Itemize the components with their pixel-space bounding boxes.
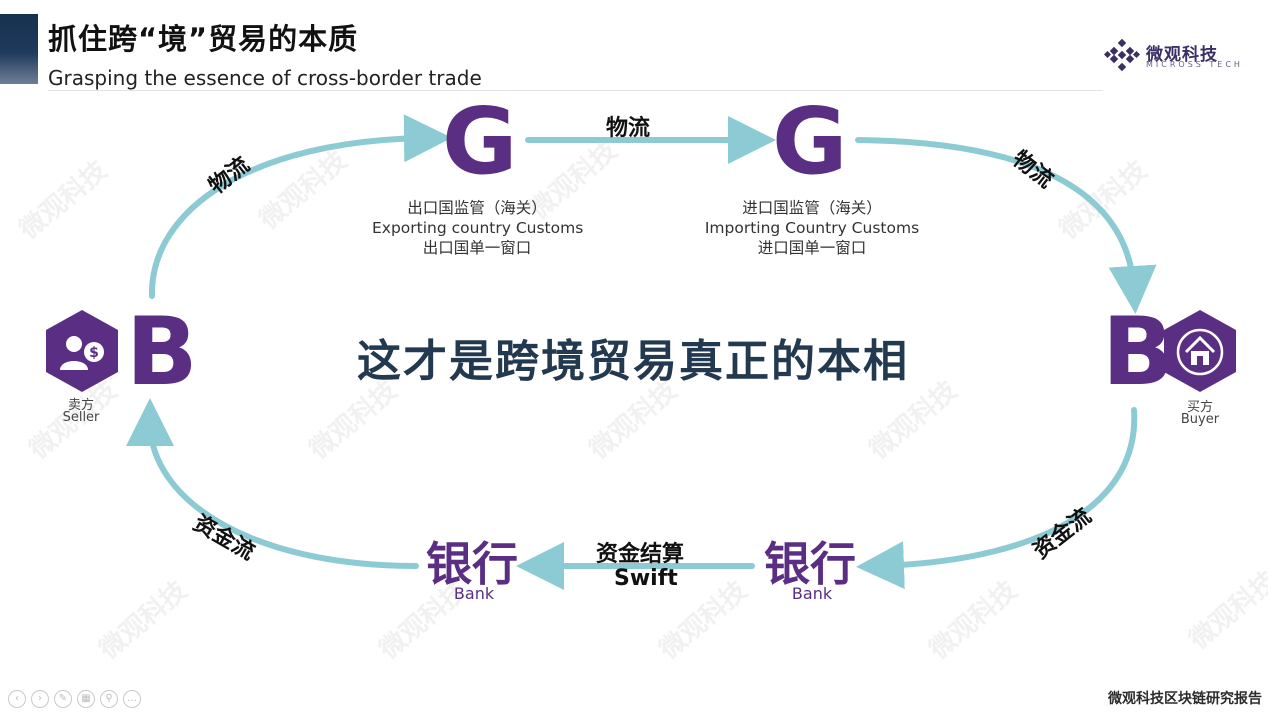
next-slide-icon[interactable]: ›	[31, 690, 49, 708]
svg-text:$: $	[89, 345, 99, 361]
grid-logo-icon	[1104, 38, 1140, 72]
footer-text: 微观科技区块链研究报告	[1108, 691, 1262, 707]
export-customs-letter: G	[442, 88, 518, 195]
seller-letter: B	[126, 298, 198, 407]
import-customs-line-2: Importing Country Customs	[704, 219, 920, 237]
logo-name: 微观科技	[1146, 45, 1218, 65]
arrow-seller-to-export	[148, 114, 452, 299]
buyer-label-en: Buyer	[1180, 412, 1220, 427]
flow-label-logistics-top: 物流	[606, 116, 651, 141]
prev-slide-icon[interactable]: ‹	[8, 690, 26, 708]
bank-right-name: 银行	[764, 537, 856, 591]
logo-subname: MICROSS TECH	[1146, 60, 1243, 69]
import-customs-letter: G	[772, 88, 848, 195]
import-customs-line-3: 进口国单一窗口	[757, 239, 867, 257]
flow-label-swift: Swift	[614, 566, 678, 591]
buyer-label-cn: 买方	[1186, 400, 1213, 415]
bank-right-label: Bank	[791, 584, 833, 603]
arrow-buyer-to-bank	[856, 407, 1138, 590]
flow-label-settlement: 资金结算	[596, 542, 685, 567]
buyer-letter: B	[1102, 298, 1174, 407]
export-customs-line-1: 出口国监管（海关）	[407, 199, 547, 217]
center-statement: 这才是跨境贸易真正的本相	[357, 336, 909, 387]
export-customs-line-3: 出口国单一窗口	[422, 239, 532, 257]
slides-grid-icon[interactable]: ▦	[77, 690, 95, 708]
seller-dollar-icon: $	[46, 310, 118, 392]
seller-label-en: Seller	[62, 410, 100, 425]
title-divider	[48, 90, 1103, 91]
header-accent-block	[0, 14, 38, 84]
import-customs-label: 进口国监管（海关） Importing Country Customs 进口国单…	[702, 198, 922, 258]
zoom-icon[interactable]: ⚲	[100, 690, 118, 708]
page-title: 抓住跨“境”贸易的本质	[48, 22, 359, 56]
pen-icon[interactable]: ✎	[54, 690, 72, 708]
slide-nav-controls: ‹ › ✎ ▦ ⚲ …	[8, 686, 146, 708]
import-customs-line-1: 进口国监管（海关）	[742, 199, 882, 217]
seller-label-cn: 卖方	[67, 398, 94, 413]
arrow-import-to-buyer	[855, 137, 1157, 314]
arrow-bank-to-seller	[126, 398, 419, 569]
bank-left-name: 银行	[426, 537, 518, 591]
buyer-house-icon	[1164, 310, 1236, 392]
page-subtitle: Grasping the essence of cross-border tra…	[48, 66, 482, 90]
bank-left-label: Bank	[453, 584, 495, 603]
more-options-icon[interactable]: …	[123, 690, 141, 708]
export-customs-line-2: Exporting country Customs	[372, 219, 584, 237]
export-customs-label: 出口国监管（海关） Exporting country Customs 出口国单…	[372, 198, 584, 258]
